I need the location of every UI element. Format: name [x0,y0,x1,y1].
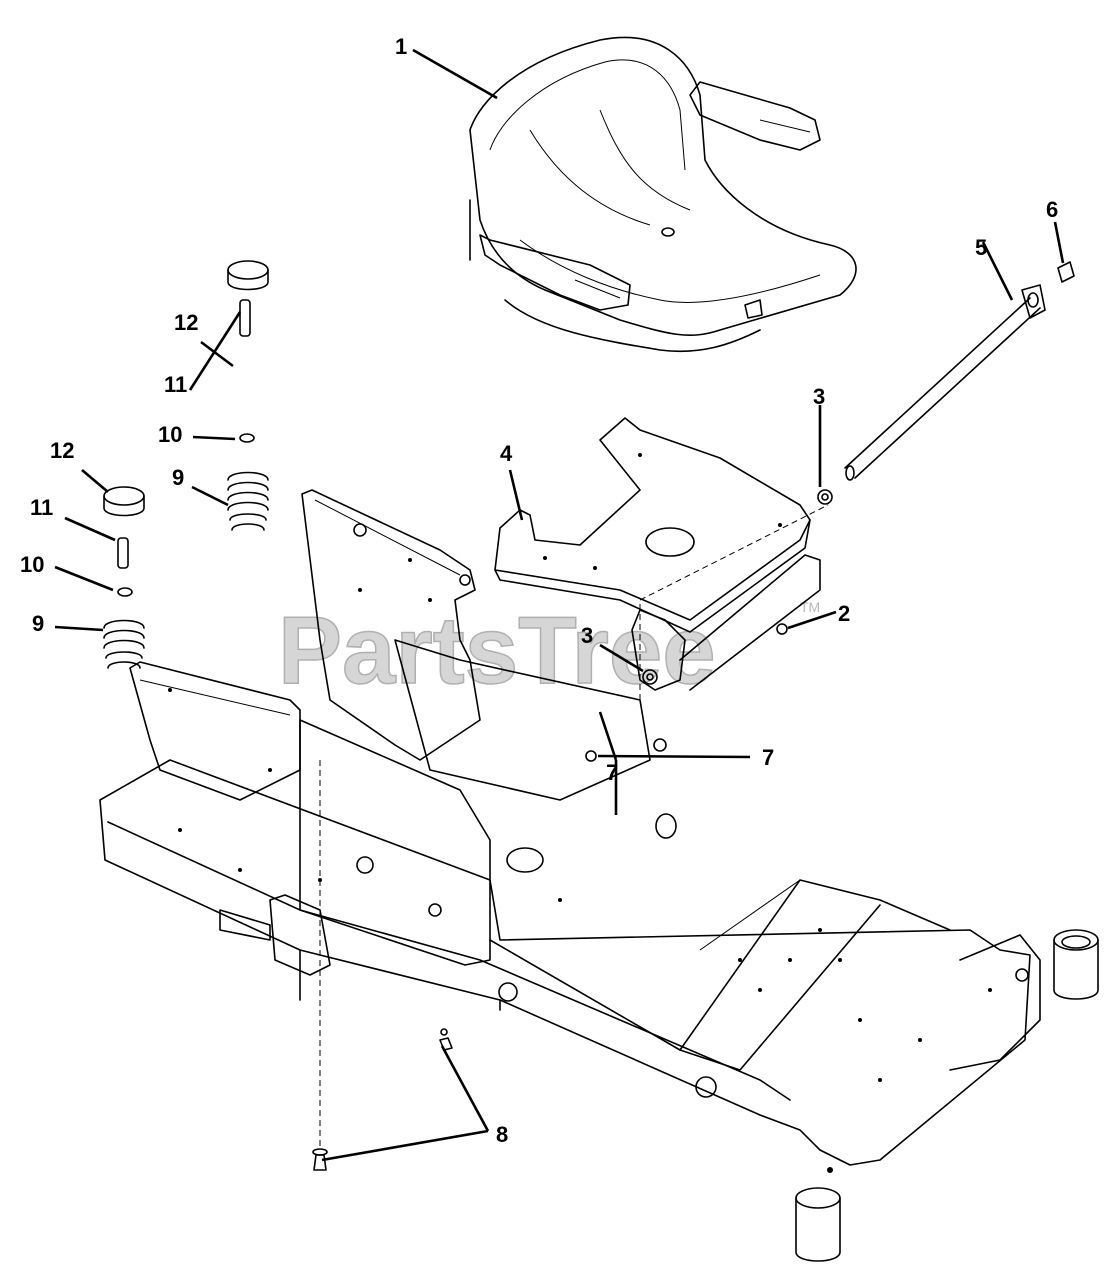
callout-4: 4 [500,441,513,466]
callout-11-rear: 11 [164,372,187,397]
callout-12-rear: 12 [174,310,198,335]
callout-1: 1 [395,34,407,59]
callout-3-lower: 3 [581,623,593,648]
leader-lines [54,48,1065,1162]
fasteners [439,489,833,1051]
seat-pan [494,417,821,691]
watermark-trademark: TM [800,599,820,615]
callout-11-front: 11 [30,495,53,520]
watermark-text: PartsTree [278,597,716,704]
callout-10-rear: 10 [158,422,182,447]
callout-5: 5 [975,235,987,260]
callout-7-center: 7 [606,760,618,785]
callout-labels: 1 2 3 3 4 5 6 7 7 8 9 9 10 10 11 11 12 1… [20,34,1058,1147]
watermark: PartsTree TM [277,596,820,705]
spring-stack-rear [227,260,269,531]
callout-9-rear: 9 [172,465,184,490]
callout-10-front: 10 [20,552,44,577]
callout-7-right: 7 [762,745,774,770]
callout-12-front: 12 [50,438,74,463]
callout-2: 2 [838,601,850,626]
callout-9-front: 9 [32,611,44,636]
callout-6: 6 [1046,197,1058,222]
spring-stack-front [103,486,145,669]
seat [469,36,857,353]
bolt-and-alignment [312,504,829,1171]
callout-8: 8 [496,1122,508,1147]
seat-adjust-rod [844,261,1075,481]
frame [99,489,1099,1262]
callout-3-upper: 3 [813,384,825,409]
